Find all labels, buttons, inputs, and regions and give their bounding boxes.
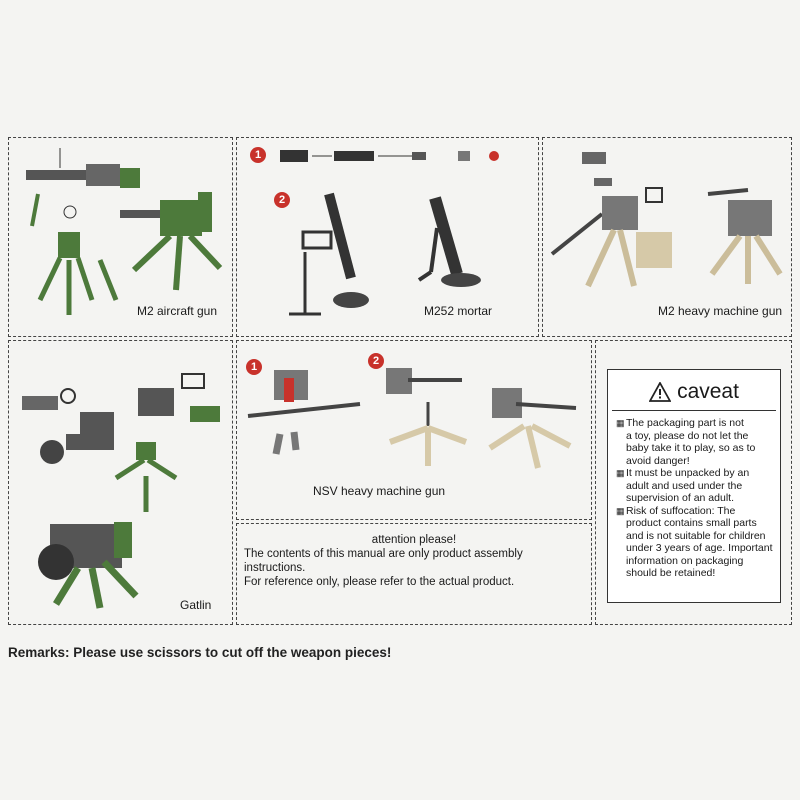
caveat-line: avoid danger! xyxy=(626,454,690,467)
caveat-line: and is not suitable for children xyxy=(626,529,766,542)
caveat-line: baby take it to play, so as to xyxy=(626,442,756,454)
caveat-box: caveat ▦ The packaging part is not a toy… xyxy=(607,369,781,603)
attention-line-1: The contents of this manual are only pro… xyxy=(244,548,523,574)
gatlin-illustration xyxy=(22,373,220,609)
nsv-heavy-machine-gun-label: NSV heavy machine gun xyxy=(313,484,446,498)
caveat-header: caveat xyxy=(612,380,776,411)
caveat-title: caveat xyxy=(677,380,739,403)
panel-caveat xyxy=(595,340,792,625)
caveat-item: ▦ It must be unpacked by an adult and us… xyxy=(608,467,780,505)
caveat-line: information on packaging xyxy=(626,554,744,567)
caveat-line: supervision of an adult. xyxy=(626,492,734,504)
m2-heavy-machine-gun-label: M2 heavy machine gun xyxy=(658,304,783,318)
panel-m252 xyxy=(236,137,539,337)
m252-mortar-illustration xyxy=(289,192,481,316)
caveat-line: under 3 years of age. Important xyxy=(626,542,773,554)
m2-heavy-machine-gun-illustration xyxy=(550,152,783,288)
caveat-line: should be retained! xyxy=(626,567,716,579)
caveat-line: The packaging part is not xyxy=(626,417,744,429)
panel-gatlin xyxy=(8,340,233,625)
panel-m2-heavy xyxy=(542,137,792,337)
panel-m2-aircraft xyxy=(8,137,233,337)
remarks-text: Remarks: Please use scissors to cut off … xyxy=(8,645,392,660)
attention-title: attention please! xyxy=(371,534,457,546)
caveat-item: ▦ Risk of suffocation: The product conta… xyxy=(608,505,780,580)
m252-barrel-parts-illustration xyxy=(280,150,499,162)
nsv-step-2-marker: 2 xyxy=(368,353,384,369)
bullet-icon: ▦ xyxy=(616,505,625,516)
bullet-icon: ▦ xyxy=(616,468,625,478)
caveat-list: ▦ The packaging part is not a toy, pleas… xyxy=(608,417,780,580)
m252-step-2-marker: 2 xyxy=(274,192,290,208)
nsv-heavy-machine-gun-illustration xyxy=(247,368,577,469)
m252-step-1-marker: 1 xyxy=(250,147,266,163)
panel-nsv xyxy=(236,340,592,520)
caveat-line: a toy, please do not let the xyxy=(626,429,749,442)
m2-aircraft-gun-label: M2 aircraft gun xyxy=(137,304,218,318)
caveat-line: product contains small parts xyxy=(626,517,757,529)
attention-line-2: For reference only, please refer to the … xyxy=(244,576,515,588)
warning-icon xyxy=(649,382,672,402)
caveat-line: Risk of suffocation: The xyxy=(626,504,736,517)
caveat-item: ▦ The packaging part is not a toy, pleas… xyxy=(608,417,780,467)
m2-aircraft-gun-illustration xyxy=(26,148,223,315)
nsv-step-1-marker: 1 xyxy=(246,359,262,375)
attention-notice: attention please! The contents of this m… xyxy=(244,533,584,589)
caveat-line: adult and used under the xyxy=(626,479,743,492)
caveat-line: It must be unpacked by an xyxy=(626,467,750,479)
gatlin-label: Gatlin xyxy=(180,598,212,612)
bullet-icon: ▦ xyxy=(616,418,625,428)
m252-mortar-label: M252 mortar xyxy=(424,304,493,318)
panel-attention xyxy=(236,523,592,625)
